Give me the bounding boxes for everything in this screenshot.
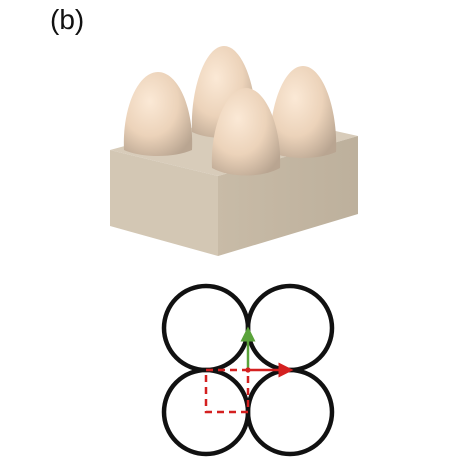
lattice-origin-dot [245,367,251,373]
circle-bottom-right [245,367,335,457]
cone-right [269,66,337,158]
cone-left [123,72,193,156]
base-left-face [110,150,218,256]
cone-array-3d [110,46,358,256]
cone-front [211,88,281,176]
circle-top-left [161,283,251,373]
unit-cell-dashed [204,368,250,414]
panel-label: (b) [50,4,85,35]
circle-top-right [245,283,335,373]
